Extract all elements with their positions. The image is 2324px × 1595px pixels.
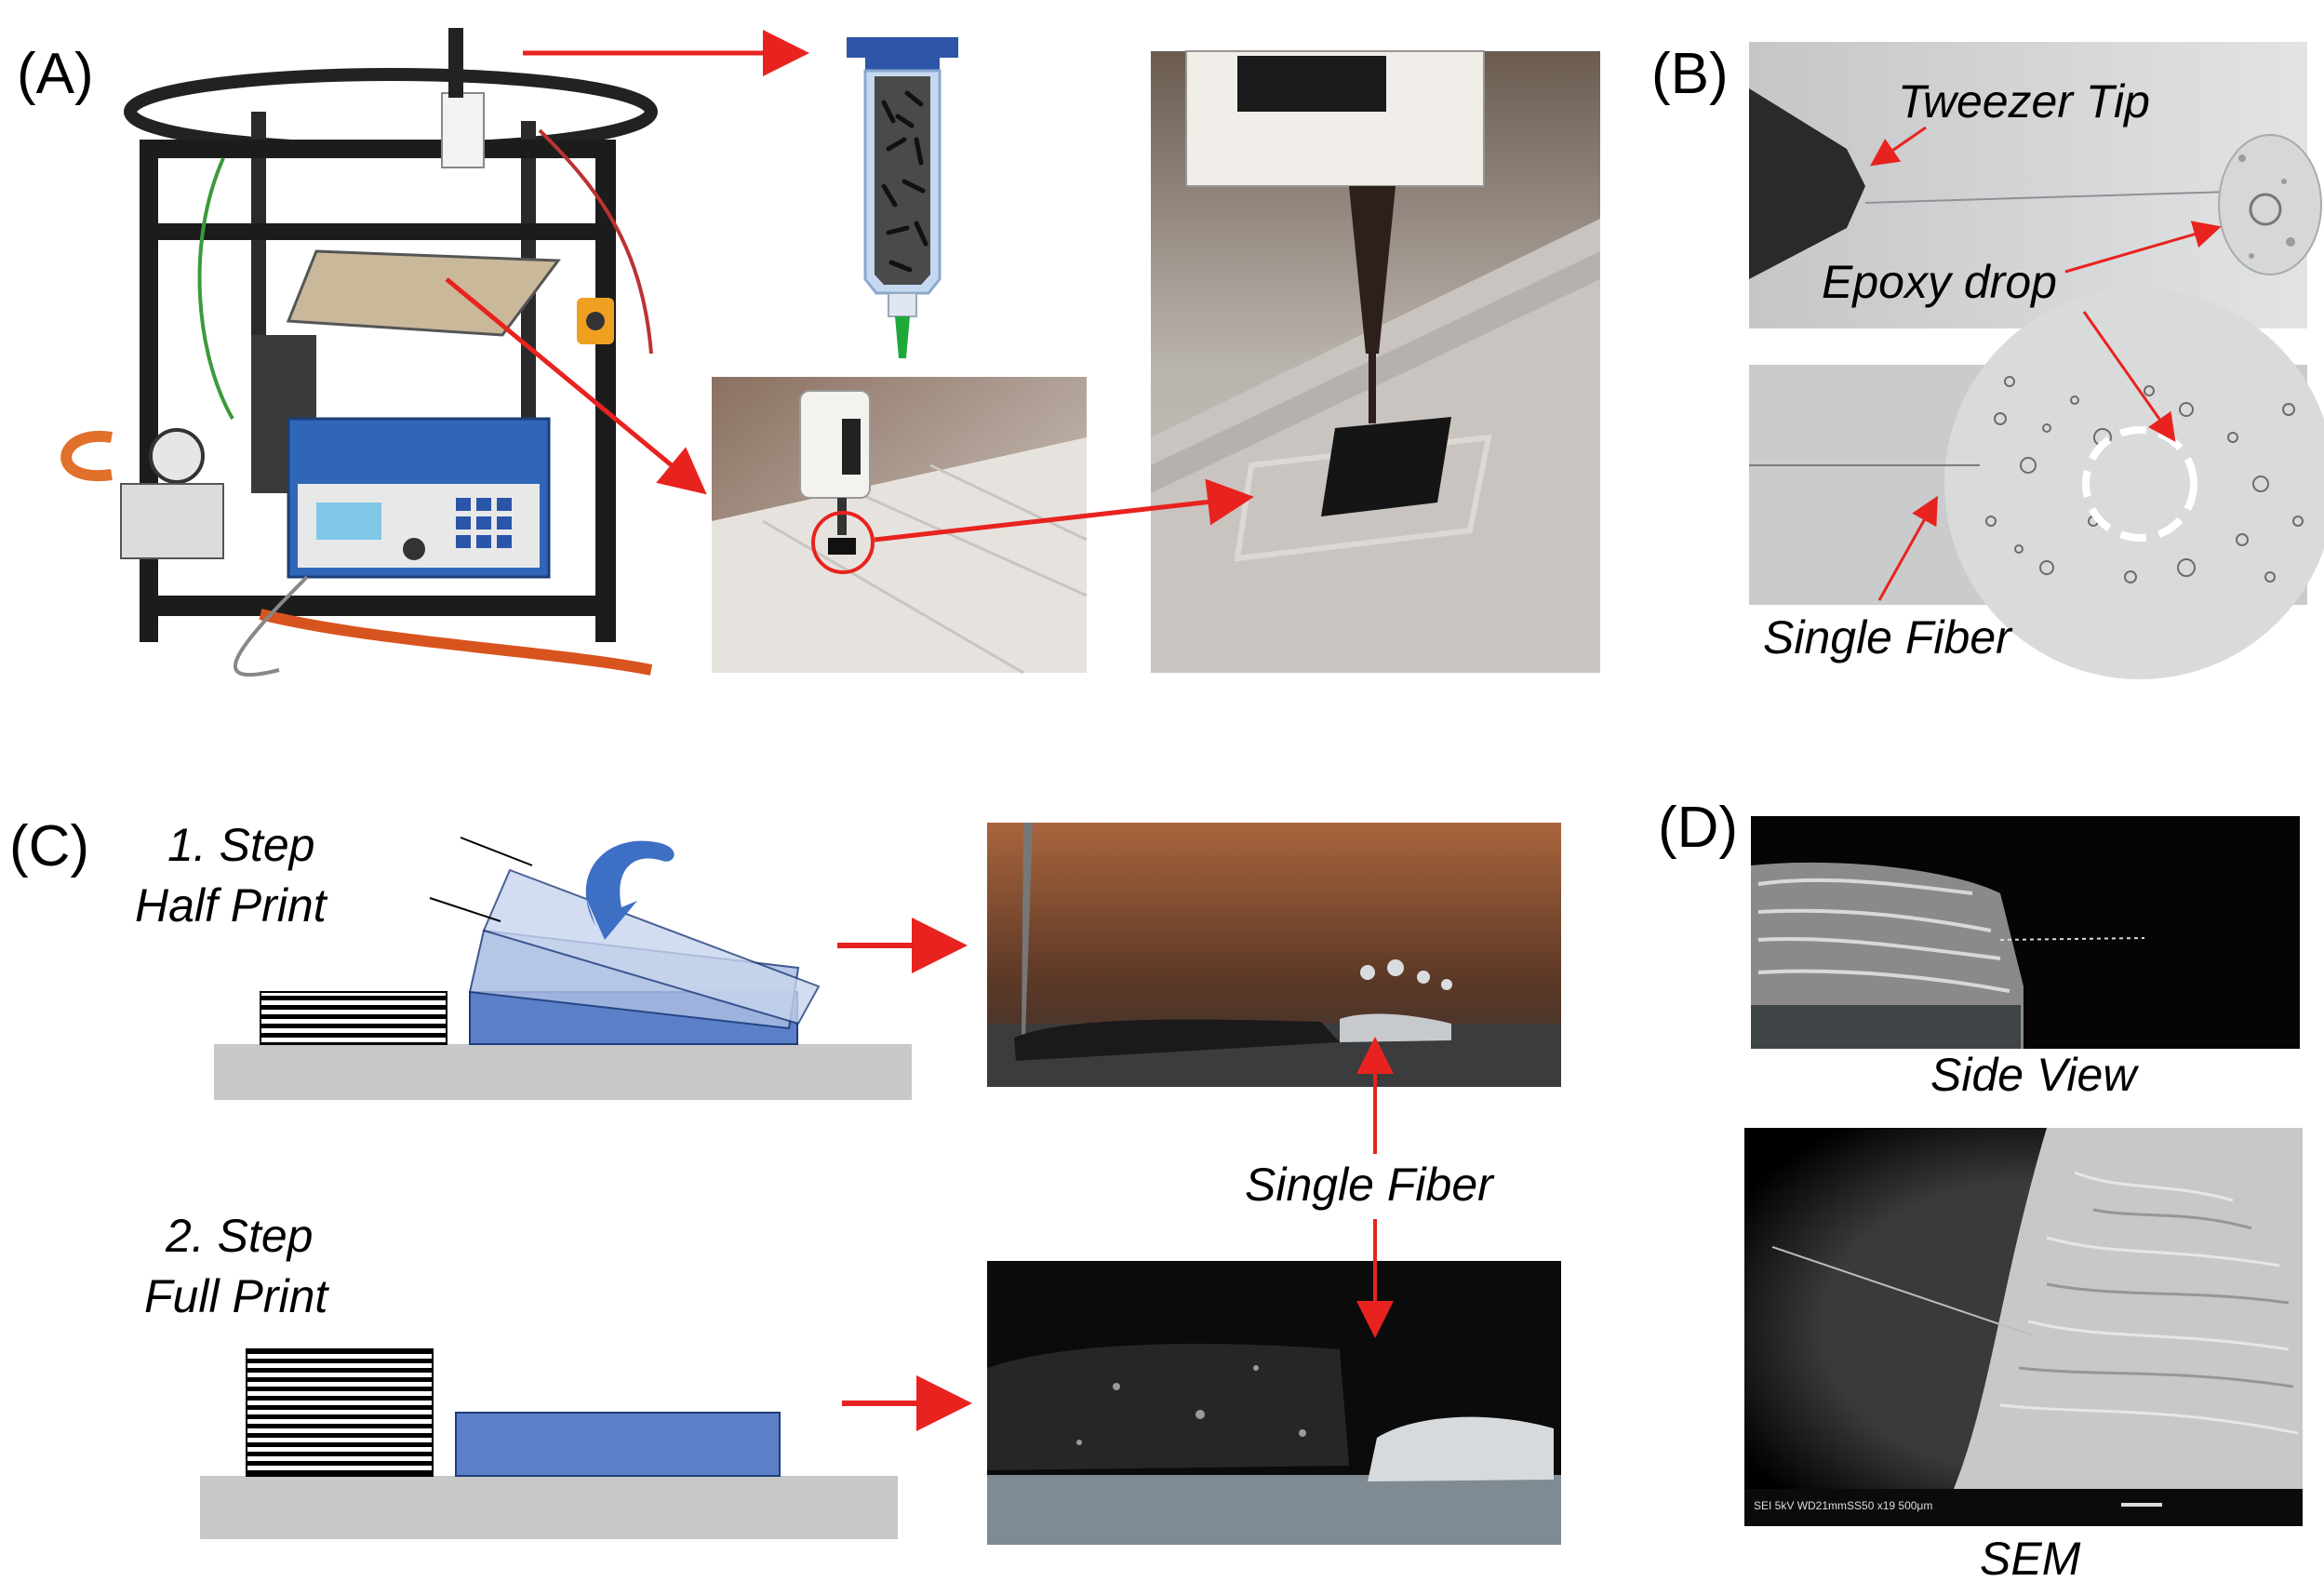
- single-fiber-label-b: Single Fiber: [1763, 611, 2013, 663]
- single-fiber-label-c: Single Fiber: [1245, 1159, 1495, 1211]
- panel-c-label: (C): [9, 814, 89, 878]
- epoxy-highlight-circle: [2082, 426, 2197, 542]
- panel-b: (B) Tweezer Tip Epoxy drop: [1651, 42, 2324, 679]
- arrow-bed-to-photo: [445, 277, 707, 495]
- print-bed-photo: [712, 377, 1088, 675]
- half-print-schematic: [214, 837, 912, 1100]
- step1-line1: 1. Step: [167, 819, 314, 871]
- arrow-epoxy-top: [2064, 221, 2222, 274]
- syringe-icon: [847, 37, 958, 358]
- epoxy-drop-micrograph: [1749, 288, 2324, 679]
- sem-label: SEM: [1980, 1533, 2081, 1585]
- panel-a-label: (A): [17, 42, 94, 106]
- highlight-circle: [811, 511, 875, 574]
- arrow-tweezer-tip: [1870, 126, 1927, 167]
- panel-b-label: (B): [1651, 42, 1729, 106]
- step2-line1: 2. Step: [165, 1210, 313, 1262]
- sem-image: SEI 5kV WD21mmSS50 x19 500μm: [1744, 1128, 2303, 1526]
- panel-c: (C) 1. Step Half Print 2. Step Full Prin…: [9, 814, 1561, 1545]
- side-view-image: [1751, 816, 2300, 1049]
- nozzle-closeup-photo: [1151, 50, 1600, 673]
- arrow-single-fiber-b: [1877, 495, 1938, 601]
- panel-d: (D) Side View: [1658, 796, 2303, 1585]
- tweezer-tip-label: Tweezer Tip: [1898, 75, 2150, 127]
- side-view-label: Side View: [1930, 1049, 2139, 1101]
- epoxy-drop-label: Epoxy drop: [1822, 256, 2057, 308]
- curved-arrow-icon: [585, 840, 674, 940]
- arrow-circle-to-closeup: [874, 478, 1254, 543]
- svg-text:SEI 5kV WD21mmSS50 x: SEI 5kV WD21mmSS50 x19 500μm: [1754, 1499, 1932, 1512]
- tweezer-micrograph: [1749, 42, 2322, 328]
- full-print-photo: [987, 1261, 1561, 1545]
- printer-photo: [60, 28, 658, 677]
- step2-line2: Full Print: [144, 1270, 329, 1322]
- panel-a: (A): [17, 28, 1600, 677]
- arrow-epoxy-bottom: [2082, 311, 2176, 442]
- full-print-schematic: [200, 1348, 898, 1539]
- step1-line2: Half Print: [135, 879, 328, 932]
- half-print-photo: [987, 823, 1561, 1087]
- panel-d-label: (D): [1658, 796, 1738, 860]
